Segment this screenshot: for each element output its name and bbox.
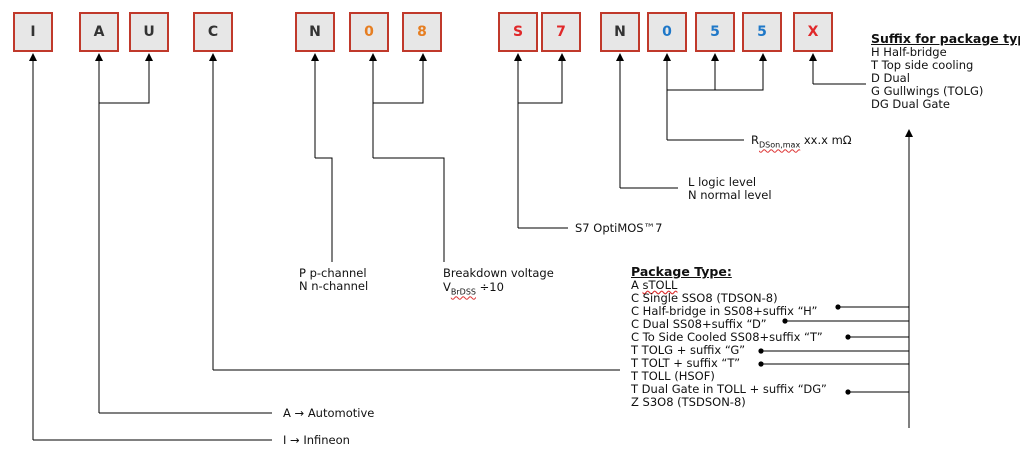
code-char: 5: [710, 24, 720, 40]
code-char: 5: [757, 24, 767, 40]
code-char: 8: [417, 24, 427, 40]
logic-line: L logic level: [688, 175, 757, 189]
breakdown-title: Breakdown voltage: [443, 266, 554, 280]
code-char: N: [614, 24, 626, 40]
code-char: S: [512, 24, 524, 40]
code-char: X: [807, 24, 819, 40]
code-box-12: 5: [695, 12, 735, 52]
suffix-title: Suffix for package type: [871, 31, 1020, 46]
package-line: T TOLT + suffix “T”: [631, 356, 741, 370]
code-box-3: U: [129, 12, 169, 52]
logic-line: N normal level: [688, 188, 772, 202]
code-box-13: 5: [742, 12, 782, 52]
suffix-line: G Gullwings (TOLG): [871, 84, 984, 98]
code-box-8: S: [498, 12, 538, 52]
code-box-10: N: [600, 12, 640, 52]
code-box-4: C: [193, 12, 233, 52]
code-box-2: A: [79, 12, 119, 52]
package-line: Z S3O8 (TSDSON-8): [631, 395, 746, 409]
package-title: Package Type:: [631, 264, 732, 279]
package-line: A sTOLL: [631, 278, 678, 292]
breakdown-formula: VBrDSS ÷10: [443, 280, 504, 297]
code-char: 7: [556, 24, 566, 40]
code-char: 0: [364, 24, 374, 40]
infineon-label: I → Infineon: [283, 433, 350, 447]
package-line: T TOLL (HSOF): [631, 369, 715, 383]
rds-label: RDSon,max xx.x mΩ: [751, 133, 852, 150]
code-box-1: I: [13, 12, 53, 52]
automotive-label: A → Automotive: [283, 406, 375, 420]
package-line: T TOLG + suffix “G”: [631, 343, 746, 357]
suffix-line: H Half-bridge: [871, 45, 947, 59]
suffix-line: D Dual: [871, 71, 910, 85]
code-char: U: [143, 24, 155, 40]
suffix-line: T Top side cooling: [871, 58, 974, 72]
code-box-5: N: [295, 12, 335, 52]
code-box-6: 0: [349, 12, 389, 52]
code-box-14: X: [793, 12, 833, 52]
code-char: 0: [662, 24, 672, 40]
suffix-line: DG Dual Gate: [871, 97, 951, 111]
code-box-7: 8: [402, 12, 442, 52]
code-char: N: [309, 24, 321, 40]
channel-line: N n-channel: [299, 279, 369, 293]
package-line: C To Side Cooled SS08+suffix “T”: [631, 330, 823, 344]
code-char: A: [93, 24, 105, 40]
channel-line: P p-channel: [299, 266, 367, 280]
code-box-9: 7: [541, 12, 581, 52]
tech-label: S7 OptiMOS™7: [575, 221, 663, 235]
package-line: C Single SSO8 (TDSON-8): [631, 291, 778, 305]
code-char: I: [30, 24, 36, 40]
code-char: C: [207, 24, 219, 40]
package-line: C Dual SS08+suffix “D”: [631, 317, 767, 331]
code-box-11: 0: [647, 12, 687, 52]
package-line: T Dual Gate in TOLL + suffix “DG”: [631, 382, 827, 396]
package-line: C Half-bridge in SS08+suffix “H”: [631, 304, 818, 318]
